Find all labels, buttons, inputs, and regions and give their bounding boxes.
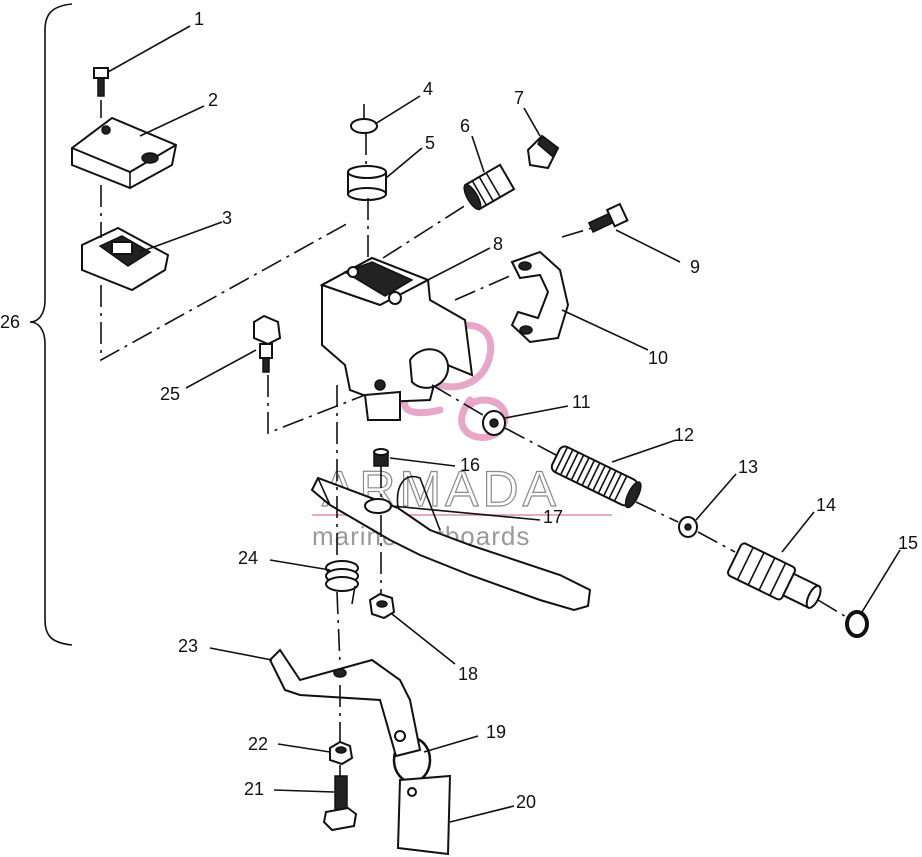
reservoir-cover-icon: [71, 116, 178, 190]
handlebar-clamp-icon: [510, 250, 570, 344]
callout-20: 20: [516, 792, 536, 812]
callout-15: 15: [898, 533, 918, 553]
nut-2-icon: [329, 740, 354, 766]
pivot-bolt-icon: [253, 314, 282, 373]
tag-icon: [396, 774, 452, 856]
callout-24: 24: [238, 548, 258, 568]
washer-icon: [482, 410, 506, 436]
clamp-screw-icon: [587, 202, 629, 233]
callout-4: 4: [423, 79, 433, 99]
bushing-icon: [347, 165, 387, 201]
callout-3: 3: [222, 208, 232, 228]
callout-25: 25: [160, 384, 180, 404]
callout-labels: 1 2 3 4 5 6 7 8 9 10 11 12 13 14 15 16 1…: [0, 9, 918, 812]
bleeder-fitting-icon: [463, 163, 516, 211]
assembly-lines: [100, 100, 849, 776]
callout-9: 9: [690, 257, 700, 277]
o-ring-icon: [350, 118, 378, 134]
bolt-icon: [322, 775, 358, 832]
parking-brake-bracket-icon: [268, 648, 422, 758]
leader-lines: [107, 25, 901, 823]
brake-lever-icon: [310, 475, 592, 612]
callout-7: 7: [514, 88, 524, 108]
callout-22: 22: [248, 734, 268, 754]
piston-icon: [727, 542, 822, 609]
callout-19: 19: [486, 722, 506, 742]
callout-16: 16: [460, 455, 480, 475]
spring-icon: [550, 445, 642, 509]
nut-icon: [368, 592, 396, 620]
callout-26: 26: [0, 312, 20, 332]
torsion-spring-icon: [325, 560, 359, 605]
callout-10: 10: [648, 348, 668, 368]
callout-8: 8: [493, 234, 503, 254]
snap-ring-icon: [845, 610, 869, 638]
callout-1: 1: [194, 9, 204, 29]
callout-12: 12: [674, 425, 694, 445]
washer-2-icon: [678, 516, 698, 538]
callout-13: 13: [738, 457, 758, 477]
callout-14: 14: [816, 495, 836, 515]
master-cylinder-body-icon: [319, 256, 474, 421]
callout-11: 11: [572, 392, 591, 412]
callout-2: 2: [208, 90, 218, 110]
callout-21: 21: [244, 779, 264, 799]
assembly-bracket-icon: [29, 3, 73, 646]
callout-5: 5: [425, 133, 435, 153]
cover-screw-icon: [93, 67, 109, 97]
bleeder-cap-icon: [526, 134, 560, 170]
callout-17: 17: [543, 507, 563, 527]
callout-6: 6: [460, 116, 470, 136]
diaphragm-icon: [81, 226, 170, 292]
callout-23: 23: [178, 636, 198, 656]
set-screw-icon: [373, 448, 389, 467]
callout-18: 18: [458, 664, 478, 684]
